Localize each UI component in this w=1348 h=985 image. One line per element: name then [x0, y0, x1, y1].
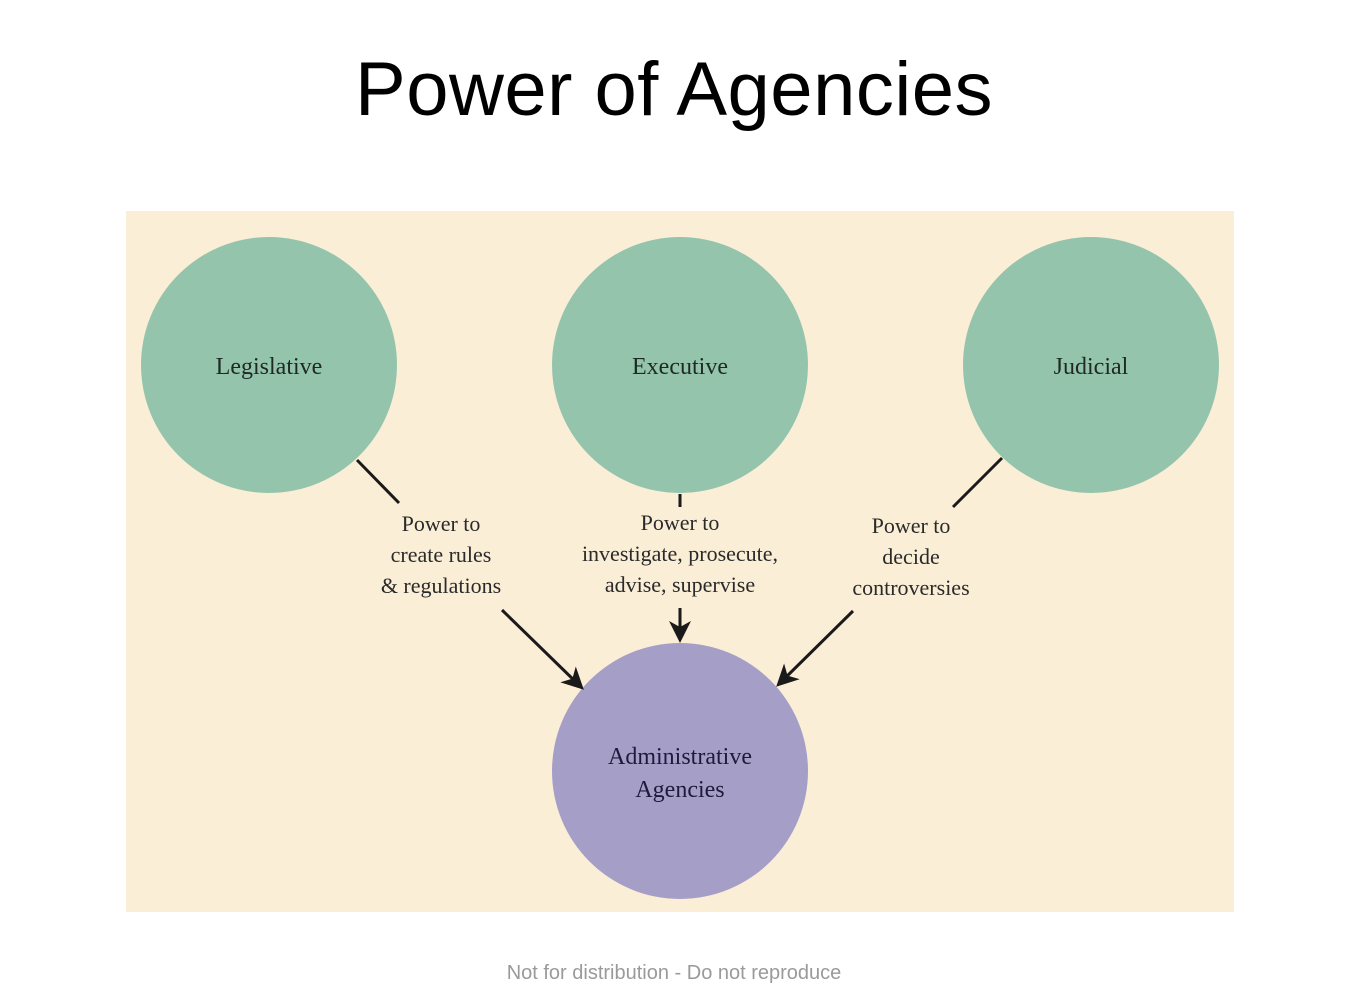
footer-note: Not for distribution - Do not reproduce: [506, 962, 842, 984]
judicial-edge-line3: controversies: [852, 575, 969, 600]
legislative-edge-line2: create rules: [391, 542, 492, 567]
judicial-node: [963, 237, 1219, 493]
executive-edge-line2: investigate, prosecute,: [582, 541, 778, 566]
judicial-label: Judicial: [1054, 354, 1129, 380]
agencies-label-line1: Administrative: [608, 744, 752, 770]
executive-label: Executive: [632, 354, 728, 380]
agency-power-diagram: Legislative Executive Judicial Administr…: [126, 211, 1234, 912]
legislative-edge-line1: Power to: [402, 511, 481, 536]
legislative-connector-upper: [355, 458, 401, 505]
judicial-edge-line2: decide: [882, 544, 939, 569]
executive-edge-line3: advise, supervise: [605, 572, 755, 597]
diagram-panel: Legislative Executive Judicial Administr…: [126, 211, 1234, 912]
agencies-label-line2: Agencies: [635, 777, 724, 803]
judicial-connector-upper: [951, 456, 1004, 509]
legislative-edge-line3: & regulations: [381, 573, 501, 598]
legislative-node: [141, 237, 397, 493]
judicial-arrow: [776, 609, 855, 687]
administrative-agencies-node: [552, 643, 808, 899]
executive-edge-line1: Power to: [641, 510, 720, 535]
legislative-label: Legislative: [216, 354, 323, 380]
executive-node: [552, 237, 808, 493]
slide-title: Power of Agencies: [355, 47, 993, 132]
judicial-edge-line1: Power to: [872, 513, 951, 538]
legislative-arrow: [500, 608, 584, 690]
